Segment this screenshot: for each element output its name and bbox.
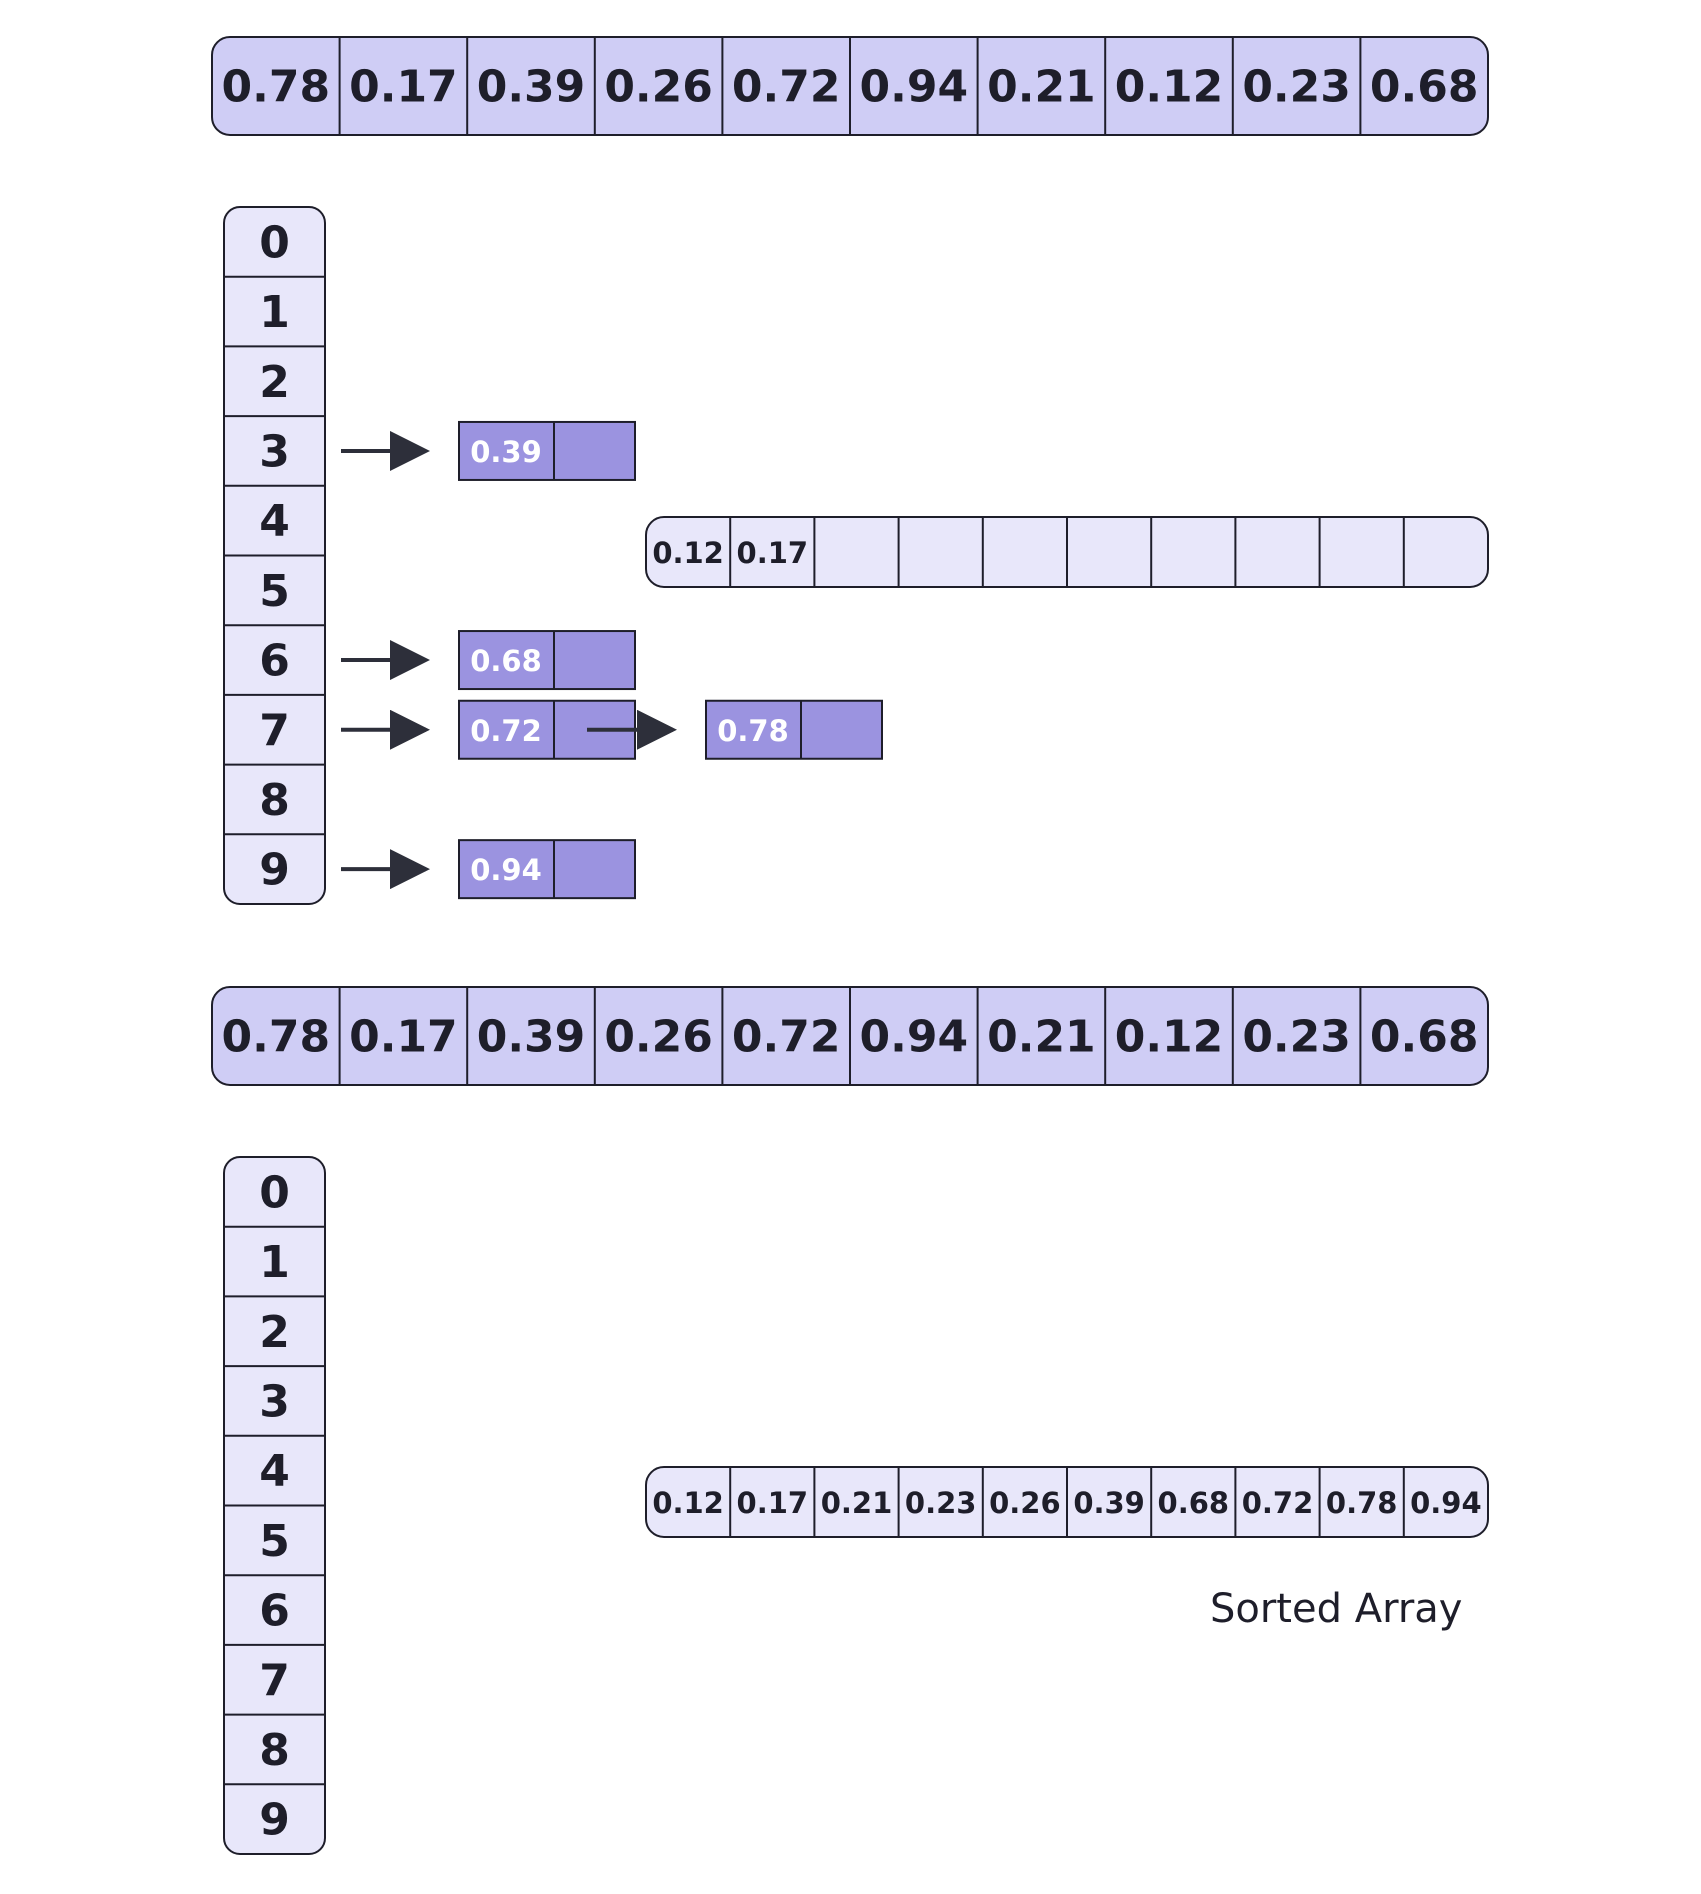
bucket-top-index: 0: [259, 217, 290, 268]
list-node-value: 0.72: [470, 714, 542, 748]
list-node-value: 0.94: [470, 853, 542, 887]
bucket-top-index: 3: [259, 426, 290, 477]
bucket-top-index: 4: [259, 496, 290, 547]
bucket-bottom-index: 8: [259, 1725, 290, 1776]
input-bottom-cell-value: 0.78: [222, 1012, 331, 1063]
input-bottom-cell-value: 0.17: [349, 1012, 458, 1063]
bucket-top-index: 7: [259, 705, 290, 756]
bucket-bottom-index: 1: [259, 1237, 290, 1288]
list-node: 0.94: [458, 839, 636, 900]
list-node-box: [458, 839, 636, 900]
input-top-cell-value: 0.26: [604, 62, 713, 113]
sorted-output-cell-value: 0.21: [821, 1486, 893, 1520]
bucket-bottom-index: 4: [259, 1446, 290, 1497]
input-bottom-cell-value: 0.94: [860, 1012, 969, 1063]
bucket-top-index: 6: [259, 636, 290, 687]
list-node: 0.39: [458, 420, 636, 481]
list-node-value: 0.78: [717, 714, 789, 748]
sorted-output-cell-value: 0.23: [905, 1486, 977, 1520]
list-node-box: [458, 420, 636, 481]
input-top-cell-value: 0.23: [1242, 62, 1351, 113]
bucket-bottom-index: 6: [259, 1586, 290, 1637]
sorted-output-cell-value: 0.39: [1073, 1486, 1145, 1520]
input-top-cell-value: 0.39: [477, 62, 586, 113]
list-node: 0.72: [458, 699, 636, 760]
input-top-cell-value: 0.12: [1115, 62, 1224, 113]
bucket-top-index: 9: [259, 845, 290, 896]
sorted-output-cell-value: 0.78: [1326, 1486, 1398, 1520]
sorted-array-label: Sorted Array: [1210, 1586, 1463, 1632]
input-top-cell-value: 0.78: [222, 62, 331, 113]
list-node: 0.78: [705, 699, 883, 760]
list-node-value: 0.39: [470, 435, 542, 469]
sorted-output-cell-value: 0.26: [989, 1486, 1061, 1520]
list-node-value: 0.68: [470, 644, 542, 678]
bucket-top-index: 2: [259, 357, 290, 408]
input-top-array: 0.78 0.17 0.39 0.26 0.72 0.94 0.21 0.12 0.23 0.68: [211, 36, 1489, 136]
sorted-output-cell-value: 0.68: [1158, 1486, 1230, 1520]
bucket-bottom-column: 0 1 2 3 4 5 6 7 8 9: [223, 1156, 326, 1855]
input-bottom-cell-value: 0.39: [477, 1012, 586, 1063]
input-bottom-cell-value: 0.26: [604, 1012, 713, 1063]
input-top-cell-value: 0.94: [860, 62, 969, 113]
input-top-cell-value: 0.68: [1370, 62, 1479, 113]
input-bottom-cell-value: 0.68: [1370, 1012, 1479, 1063]
sorted-output-cell-value: 0.12: [652, 1486, 724, 1520]
input-bottom-cell-value: 0.21: [987, 1012, 1096, 1063]
bucket-top-index: 1: [259, 287, 290, 338]
partial-output-array: 0.12 0.17: [645, 516, 1489, 588]
sorted-output-array: 0.12 0.17 0.21 0.23 0.26 0.39 0.68 0.72 0.78 0.94: [645, 1466, 1489, 1538]
input-bottom-cell-value: 0.23: [1242, 1012, 1351, 1063]
partial-output-cell-value: 0.12: [652, 536, 724, 570]
partial-output-cell-value: 0.17: [737, 536, 809, 570]
bucket-bottom-index: 3: [259, 1376, 290, 1427]
bucket-bottom-index: 2: [259, 1307, 290, 1358]
sorted-output-cell-value: 0.17: [737, 1486, 809, 1520]
list-node: 0.68: [458, 630, 636, 691]
list-node-box: [705, 699, 883, 760]
sorted-output-cell-value: 0.72: [1242, 1486, 1314, 1520]
bucket-bottom-index: 9: [259, 1795, 290, 1846]
input-bottom-array: 0.78 0.17 0.39 0.26 0.72 0.94 0.21 0.12 0.23 0.68: [211, 986, 1489, 1086]
bucket-top-index: 8: [259, 775, 290, 826]
bucket-bottom-index: 5: [259, 1516, 290, 1567]
list-node-box: [458, 630, 636, 691]
input-top-cell-value: 0.72: [732, 62, 841, 113]
input-top-cell-value: 0.21: [987, 62, 1096, 113]
input-bottom-cell-value: 0.72: [732, 1012, 841, 1063]
bucket-bottom-index: 7: [259, 1655, 290, 1706]
input-bottom-cell-value: 0.12: [1115, 1012, 1224, 1063]
bucket-top-index: 5: [259, 566, 290, 617]
input-top-cell-value: 0.17: [349, 62, 458, 113]
sorted-output-cell-value: 0.94: [1410, 1486, 1482, 1520]
bucket-bottom-index: 0: [259, 1167, 290, 1218]
bucket-top-column: 0 1 2 3 4 5 6 7 8 9: [223, 206, 326, 905]
